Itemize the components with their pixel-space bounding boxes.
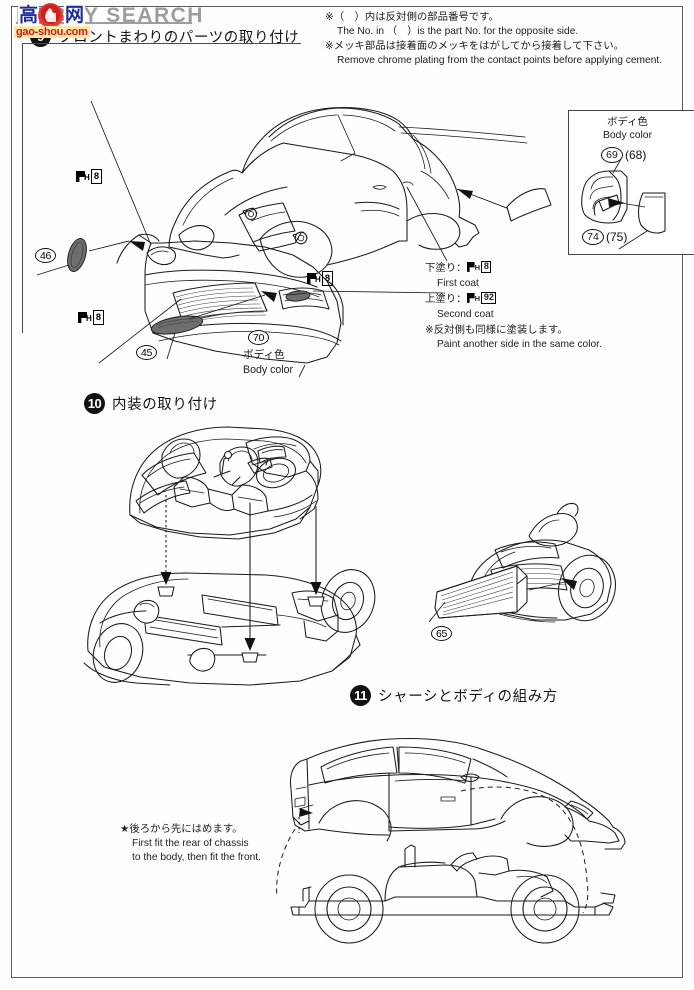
part-bubble-46: 46 <box>35 248 56 263</box>
watermark-cn-char-2: 网 <box>64 4 86 27</box>
chassis-fit-note-en-1: First fit the rear of chassis <box>132 837 249 849</box>
step-badge-10: 10 <box>84 393 105 414</box>
chassis-body-fit-diagram <box>265 725 665 944</box>
chassis-side-profile <box>290 844 616 944</box>
mirror-box-title: ボディ色 Body color <box>569 115 686 143</box>
paint-flag-icon <box>78 312 87 323</box>
mirror-parts-drawing <box>573 158 691 250</box>
paint-other-side-en: Paint another side in the same color. <box>437 338 602 350</box>
step-title-10: 内装の取り付け <box>112 397 218 413</box>
paint-other-side-jp: ※反対側も同様に塗装します。 <box>425 324 568 337</box>
second-coat-label-jp: 上塗り： <box>425 292 467 305</box>
watermark-rule <box>16 22 192 24</box>
note-opposite-side-jp: ※（ ）内は反対側の部品番号です。 <box>325 11 499 23</box>
chassis-fit-note-jp: ★後ろから先にはめます。 <box>120 823 243 835</box>
step-rule-9-vertical <box>22 43 24 333</box>
watermark-brand-text: HOBBY SEARCH <box>16 4 204 27</box>
first-coat-label-jp: 下塗り： <box>425 261 467 274</box>
fit-guide-dashes <box>276 786 589 914</box>
paint-code-value: 8 <box>93 310 104 325</box>
bumper-color-label: ボディ色 Body color <box>243 348 293 377</box>
front-end-assembly-diagram <box>36 75 565 378</box>
step-title-11: シャーシとボディの組み方 <box>378 689 558 705</box>
part-45-mesh-insert <box>150 291 277 360</box>
fog-lamp-recess <box>285 290 311 302</box>
second-coat-label-en: Second coat <box>437 308 494 320</box>
part-65-cooler <box>428 565 577 623</box>
body-shell-drawing <box>168 107 528 278</box>
mirror-box-title-en: Body color <box>602 130 653 142</box>
watermark-cn-char-1: 高 <box>18 4 40 27</box>
part-bubble-69: 69 <box>601 147 623 163</box>
part-65-subassembly-diagram <box>425 470 625 650</box>
part-bubble-65: 65 <box>431 626 452 641</box>
mirror-part-preview <box>506 188 552 222</box>
part-bubble-45: 45 <box>136 345 157 360</box>
interior-assembly-diagram <box>70 415 410 686</box>
paint-flag-icon <box>76 171 85 182</box>
paint-flag-sub: H <box>84 173 90 182</box>
mirror-assembly-box: ボディ色 Body color 69 (68) 74 (75) <box>568 110 694 255</box>
paint-callout-ph8-top: H 8 <box>76 169 102 184</box>
mirror-box-title-jp: ボディ色 <box>607 116 648 128</box>
front-bumper-part-70 <box>116 233 344 378</box>
paint-callout-leaders <box>90 100 446 364</box>
part-bubble-74: 74 <box>582 229 604 245</box>
bumper-color-label-en: Body color <box>243 363 294 376</box>
paint-flag-icon <box>307 273 316 284</box>
paint-flag-icon <box>466 292 475 303</box>
alignment-arrows <box>157 495 325 663</box>
chassis-floor-drawing <box>83 569 376 686</box>
step-heading-11: 11 シャーシとボディの組み方 <box>350 685 558 706</box>
first-coat-label-en: First coat <box>437 277 479 289</box>
first-coat-code: 8 <box>481 260 492 274</box>
bumper-color-label-jp: ボディ色 <box>243 349 285 361</box>
interior-tub-drawing <box>129 426 322 540</box>
top-notes: ※（ ）内は反対側の部品番号です。 The No. in （ ）is the p… <box>325 10 662 69</box>
chassis-fit-note-en-2: to the body, then fit the front. <box>132 852 261 864</box>
paint-note-leader <box>406 186 448 262</box>
paint-flag-sub: H <box>86 314 92 323</box>
note-chrome-en: Remove chrome plating from the contact p… <box>337 55 663 67</box>
paint-callout-ph8-lower-left: H 8 <box>78 310 104 325</box>
step-heading-10: 10 内装の取り付け <box>84 393 218 414</box>
part-opposite-75: (75) <box>606 230 628 244</box>
note-chrome-jp: ※メッキ部品は接着面のメッキをはがしてから接着して下さい。 <box>325 40 625 53</box>
step-badge-11: 11 <box>350 685 371 706</box>
cooler-fins <box>440 571 514 616</box>
note-opposite-side-en: The No. in （ ）is the part No. for the op… <box>337 25 579 37</box>
step-rule-9-horizontal <box>22 43 301 45</box>
mirror-upper-part-numbers: 69 (68) <box>601 147 646 163</box>
paint-code-value: 8 <box>322 271 333 286</box>
paint-code-value: 8 <box>91 169 102 184</box>
part-bubble-70: 70 <box>248 330 269 345</box>
step-title-9: フロントまわりのパーツの取り付け <box>58 30 300 46</box>
paint-flag-icon <box>466 261 475 272</box>
paint-flag-sub: H <box>315 275 321 284</box>
mirror-lower-part-numbers: 74 (75) <box>582 229 627 245</box>
hand-seal-icon <box>38 3 63 28</box>
paint-callout-ph8-right: H 8 <box>307 271 333 286</box>
part-opposite-68: (68) <box>625 148 647 162</box>
chassis-fit-note: ★後ろから先にはめます。 First fit the rear of chass… <box>120 822 261 866</box>
second-coat-code: 92 <box>481 291 497 305</box>
body-side-profile <box>290 737 626 850</box>
part-46-lens <box>36 238 145 276</box>
